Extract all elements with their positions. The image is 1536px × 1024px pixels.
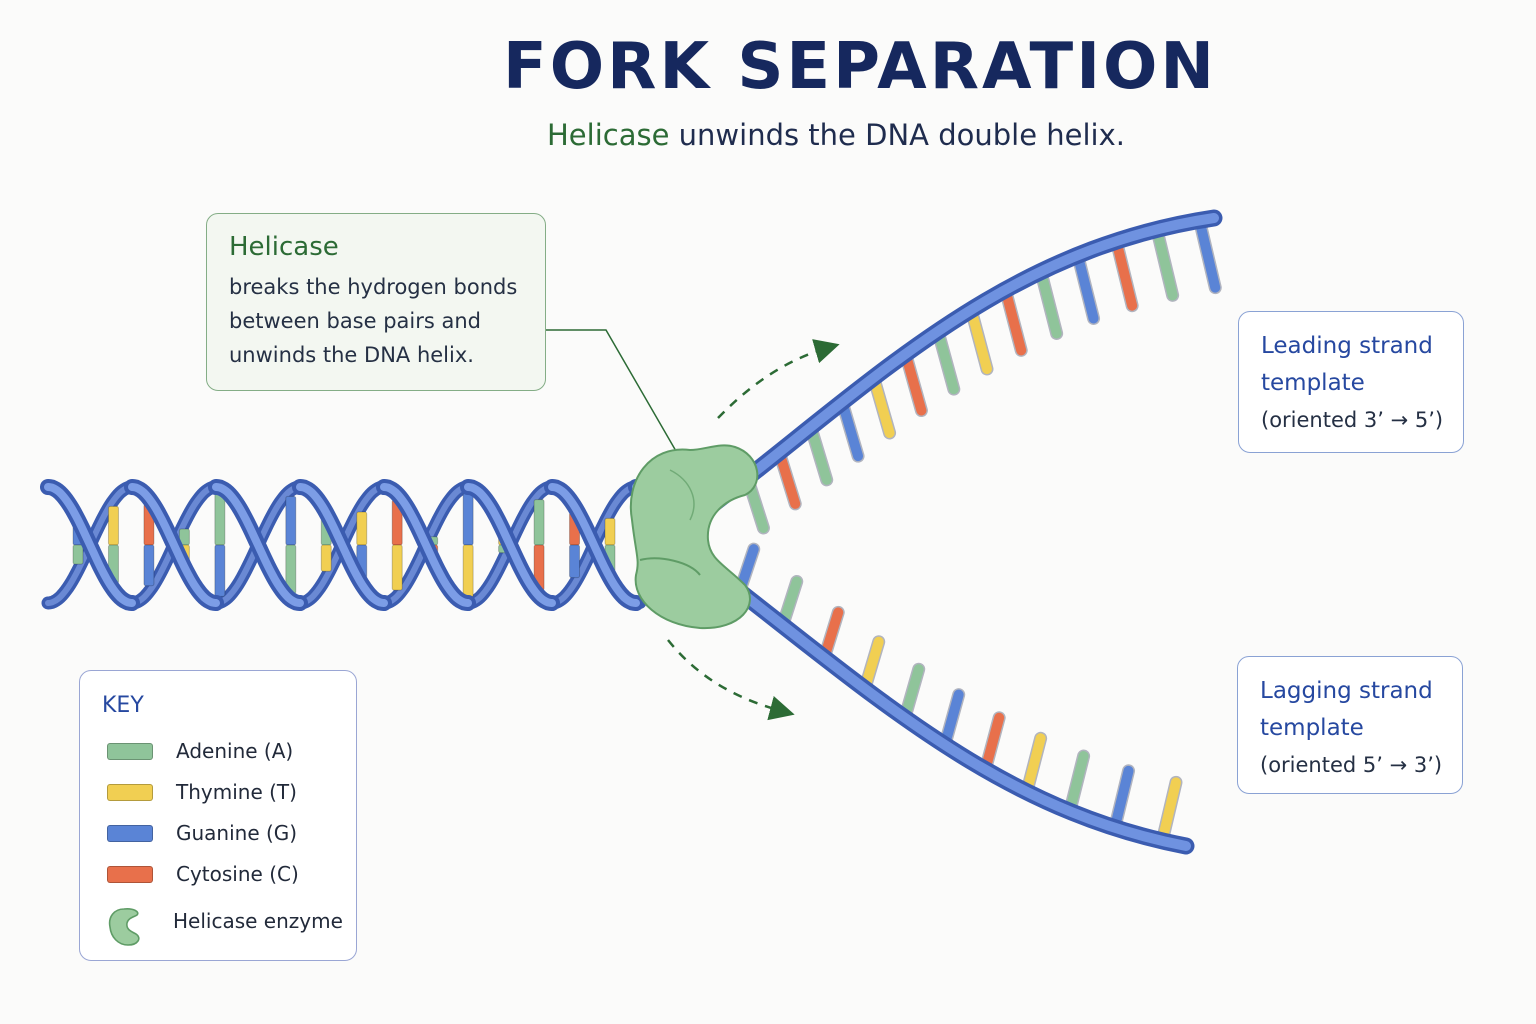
lagging-base	[861, 636, 884, 688]
callout-title: Helicase	[229, 232, 339, 262]
leading-base	[1153, 231, 1178, 301]
lagging-strand-bases	[735, 542, 1183, 840]
lagging-base	[1023, 733, 1046, 790]
base-pair-half	[533, 499, 545, 546]
key-label: Cytosine (C)	[176, 862, 299, 886]
leading-base	[1037, 273, 1062, 339]
leading-base	[1074, 257, 1099, 324]
key-item-guanine: Guanine (G)	[80, 819, 350, 849]
key-item-adenine: Adenine (A)	[80, 737, 350, 767]
base-pair-half	[391, 544, 403, 591]
helix-backbone-highlight	[128, 483, 220, 607]
base-pair-half	[569, 544, 581, 579]
key-title: KEY	[102, 693, 144, 718]
leading-base	[807, 428, 832, 485]
helix-backbone-highlight	[548, 483, 640, 607]
base-pair-half	[462, 492, 474, 546]
lagging-base	[736, 544, 759, 591]
double-helix-front-strand	[40, 479, 648, 611]
lagging-base	[901, 664, 924, 717]
unwinding-arrow-up	[717, 339, 840, 419]
lagging-base	[779, 576, 802, 624]
callout-line: unwinds the DNA helix.	[229, 343, 474, 367]
lagging-base	[1066, 751, 1089, 810]
leading-base	[1002, 291, 1027, 356]
base-pair-half	[356, 511, 368, 546]
base-pair-half	[72, 544, 84, 565]
key-label: Adenine (A)	[176, 739, 294, 763]
leading-strand-name: template	[1261, 370, 1365, 396]
helix-backbone-highlight	[380, 483, 472, 607]
lagging-base	[1158, 777, 1181, 839]
leading-strand-label: Leading strand template (oriented 3’ → 5…	[1238, 311, 1464, 453]
leading-base	[870, 379, 895, 438]
base-pair-half	[604, 517, 616, 546]
leading-base	[968, 311, 993, 375]
helix-backbone-highlight	[44, 483, 136, 607]
helix-backbone-highlight	[296, 483, 388, 607]
helicase-enzyme	[629, 444, 759, 630]
base-pair-half	[214, 493, 226, 546]
lagging-strand-backbone-highlight	[707, 565, 1191, 851]
key-item-cytosine: Cytosine (C)	[80, 860, 350, 890]
unwinding-arrow-down	[667, 639, 795, 721]
leading-base	[934, 332, 959, 395]
leading-base	[1113, 243, 1138, 311]
helix-backbone-highlight	[212, 483, 304, 607]
helicase-enzyme-icon	[108, 908, 140, 946]
base-pair-half	[143, 544, 155, 587]
adenine-swatch	[107, 743, 153, 760]
subtitle-text: unwinds the DNA double helix.	[678, 118, 1125, 152]
key-label: Thymine (T)	[176, 780, 297, 804]
key-label: Guanine (G)	[176, 821, 298, 845]
callout-line: between base pairs and	[229, 309, 482, 333]
lagging-strand-label: Lagging strand template (oriented 5’ → 3…	[1237, 656, 1463, 794]
subtitle-highlight: Helicase	[547, 118, 670, 152]
lagging-base	[982, 712, 1005, 768]
leading-base	[776, 453, 801, 509]
leading-base	[1196, 223, 1221, 293]
base-pair-half	[320, 544, 332, 572]
lagging-base	[1111, 765, 1134, 826]
cytosine-swatch	[107, 866, 153, 883]
key-label: Helicase enzyme	[173, 909, 343, 933]
leading-strand-orientation: (oriented 3’ → 5’)	[1261, 408, 1444, 432]
leading-strand-bases	[742, 221, 1222, 535]
helicase-pointer-line	[546, 329, 681, 459]
leading-base	[902, 355, 927, 416]
lagging-strand-name: template	[1260, 715, 1364, 741]
helicase-callout: Helicase breaks the hydrogen bonds betwe…	[206, 213, 546, 391]
helix-backbone-highlight	[464, 483, 556, 607]
base-pair-half	[107, 505, 119, 546]
base-pair-half	[214, 544, 226, 597]
leading-strand-name: Leading strand	[1261, 333, 1433, 359]
lagging-base	[941, 689, 964, 744]
callout-line: breaks the hydrogen bonds	[229, 275, 518, 299]
page-title: FORK SEPARATION	[503, 30, 1217, 104]
guanine-swatch	[107, 825, 153, 842]
base-pair-half	[462, 544, 474, 598]
thymine-swatch	[107, 784, 153, 801]
key-item-helicase: Helicase enzyme	[80, 905, 350, 946]
legend-key: KEY Adenine (A) Thymine (T) Guanine (G) …	[79, 670, 357, 961]
leading-base	[839, 403, 864, 462]
lagging-base	[821, 607, 844, 657]
lagging-strand-orientation: (oriented 5’ → 3’)	[1260, 753, 1443, 777]
lagging-strand-name: Lagging strand	[1260, 678, 1433, 704]
key-item-thymine: Thymine (T)	[80, 778, 350, 808]
leading-strand-backbone-highlight	[707, 213, 1219, 510]
base-pair-half	[285, 495, 297, 546]
page-subtitle: Helicase unwinds the DNA double helix.	[0, 118, 1536, 152]
